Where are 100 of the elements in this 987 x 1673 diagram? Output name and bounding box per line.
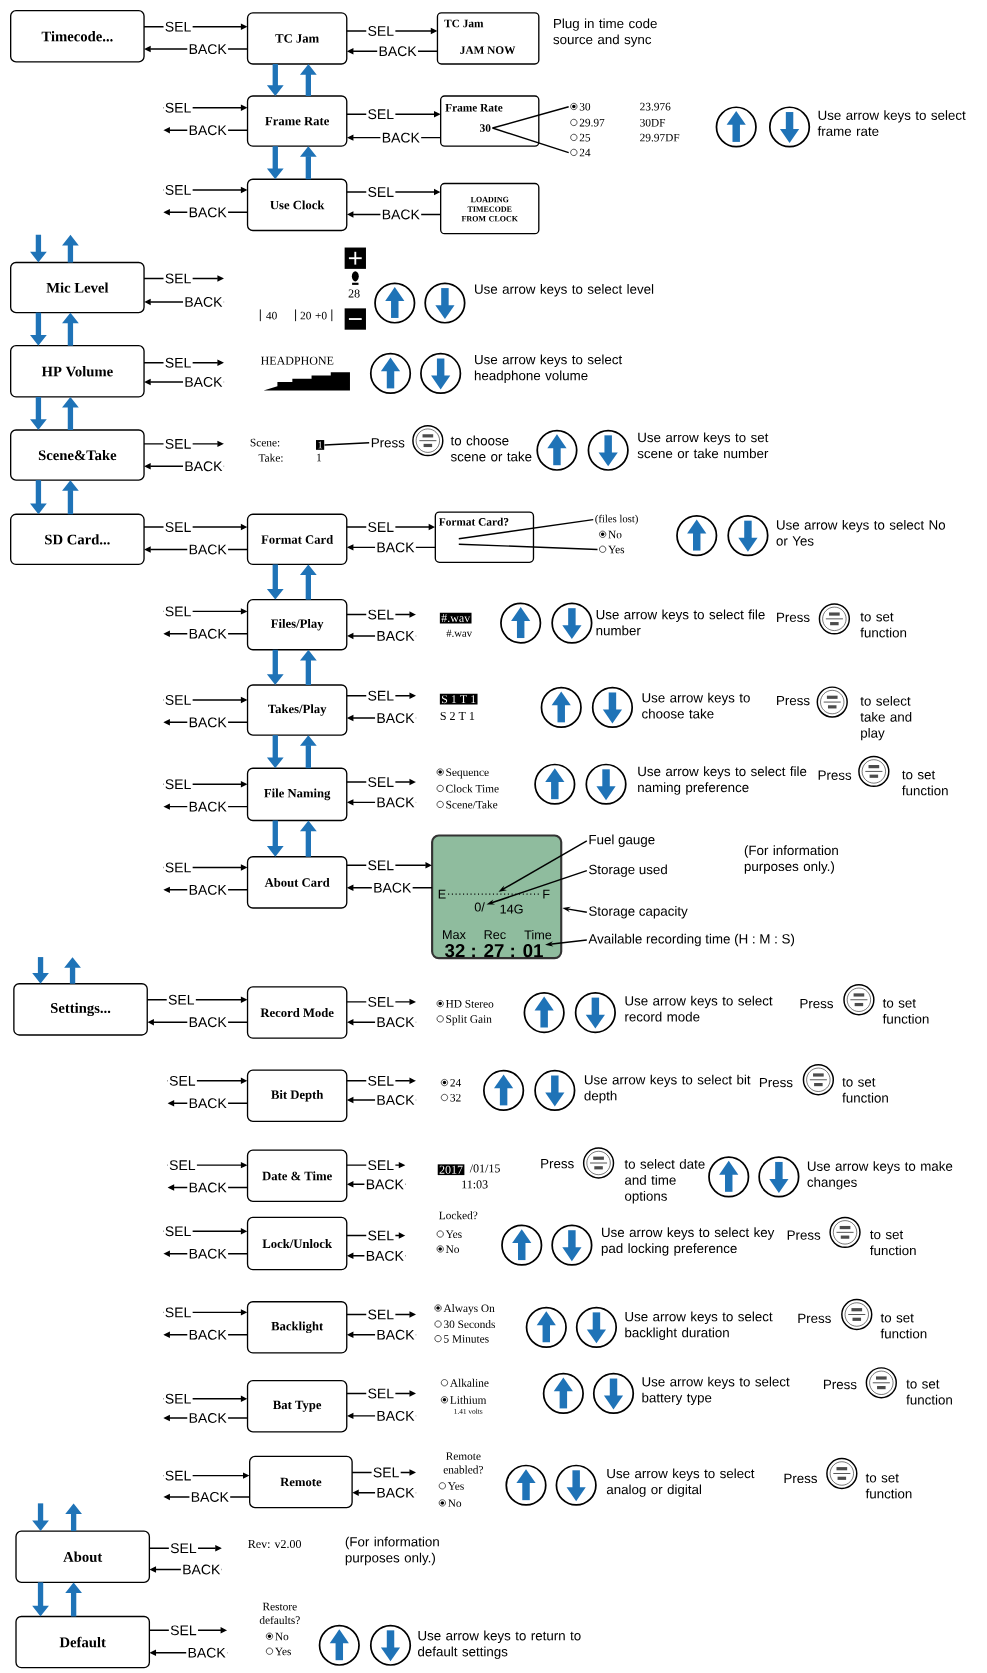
edge-label: BACK <box>180 1563 222 1576</box>
edge-label: BACK <box>187 1097 229 1109</box>
edge-label: SEL <box>366 1159 396 1171</box>
option-text: Clock Time <box>436 784 499 793</box>
leader-line <box>491 127 570 154</box>
edge-label: BACK <box>371 882 413 894</box>
instruction-text: Press <box>798 1313 831 1323</box>
option-text: Alkaline <box>440 1378 489 1387</box>
edge-label: SEL <box>163 1393 193 1405</box>
edge-label: BACK <box>187 1412 229 1424</box>
edge-label: BACK <box>187 716 229 728</box>
submenu-box: TC Jam <box>246 12 348 65</box>
submenu-box: Files/Play <box>246 598 348 651</box>
instruction-text: Press <box>760 1077 793 1088</box>
option-text: No <box>436 1245 460 1253</box>
edge-label: SEL <box>366 690 396 702</box>
instruction-text: Use arrow keys to select frame rate <box>817 110 966 136</box>
instruction-text: Use arrow keys to select record mode <box>625 995 773 1022</box>
callout-text: Storage used <box>589 864 667 877</box>
instruction-text: to set function <box>870 1230 916 1256</box>
highlighted-value: 1 <box>316 440 325 450</box>
edge-label: SEL <box>366 1075 396 1087</box>
edge-label: SEL <box>163 778 193 790</box>
edge-label: BACK <box>375 796 416 808</box>
submenu-box: Use Clock <box>246 178 348 232</box>
edge-label: SEL <box>163 1470 193 1482</box>
leader-line <box>458 543 599 551</box>
option-text: Scene/Take <box>436 800 498 809</box>
option-text: 29.97DF <box>640 133 680 142</box>
menu-box: SD Card... <box>10 513 145 566</box>
instruction-text: to select take and play <box>860 695 912 741</box>
instruction-text: Use arrow keys to select file naming preference <box>638 766 807 795</box>
instruction-text: Use arrow keys to select key pad locking preference <box>601 1227 775 1256</box>
instruction-text: Use arrow keys to choose take <box>642 692 750 719</box>
instruction-text: Use arrow keys to select backlight duration <box>625 1311 773 1340</box>
time-readout: 32 : 27 : 01 <box>445 944 543 958</box>
screen-value: 0/ <box>474 902 485 912</box>
edge-label: BACK <box>375 712 416 724</box>
option-text: 32 <box>440 1093 461 1102</box>
instruction-text: Use arrow keys to select headphone volume <box>474 354 623 383</box>
edge-label: SEL <box>167 1159 197 1171</box>
instruction-text: Press <box>818 770 852 780</box>
instruction-text: to set function <box>880 1313 927 1339</box>
menu-box: Mic Level <box>10 261 145 314</box>
instruction-text: Press <box>800 998 834 1009</box>
display-text: 1 <box>317 453 322 462</box>
instruction-text: Press <box>787 1230 821 1240</box>
edge-label: SEL <box>163 1225 193 1237</box>
fuel-gauge-line <box>447 893 542 895</box>
edge-label: BACK <box>380 132 422 144</box>
instruction-text: Press <box>784 1473 818 1484</box>
option-text: 30 Seconds <box>434 1320 495 1329</box>
edge-label: SEL <box>163 694 193 706</box>
display-text: Take: <box>258 453 283 462</box>
note-text: (For information purposes only.) <box>345 1536 439 1566</box>
instruction-text: Use arrow keys to select bit depth <box>584 1074 751 1104</box>
submenu-box: Lock/Unlock <box>246 1216 348 1271</box>
edge-label: BACK <box>187 1329 229 1341</box>
edge-label: BACK <box>187 124 229 136</box>
edge-label: BACK <box>375 1410 416 1422</box>
display-text: Rev: v2.00 <box>248 1539 302 1549</box>
edge-label: BACK <box>187 1181 229 1194</box>
instruction-text: Use arrow keys to select battery type <box>642 1376 790 1406</box>
highlighted-value: #.wav <box>439 612 472 624</box>
screen-box: Format Card? <box>434 511 535 563</box>
option-text: Yes <box>265 1647 291 1656</box>
option-text: Always On <box>434 1304 495 1315</box>
option-text: 30DF <box>640 118 666 127</box>
instruction-text: Press <box>777 612 810 622</box>
note-text: (For information purposes only.) <box>744 845 838 874</box>
option-text: 29.97 <box>570 118 605 127</box>
display-text: Restore defaults? <box>259 1602 300 1625</box>
instruction-text: Use arrow keys to return to default settings <box>418 1630 581 1659</box>
menu-box: HP Volume <box>10 345 145 398</box>
edge-label: BACK <box>380 208 422 221</box>
instruction-text: Use arrow keys to select No or Yes <box>776 519 946 546</box>
scale-label: 20 <box>300 311 311 320</box>
screen-value: 30 <box>480 124 491 132</box>
instruction-text: to set function <box>902 770 948 796</box>
edge-label: BACK <box>375 1329 416 1341</box>
instruction-text: to set function <box>906 1379 952 1405</box>
display-text: 11:03 <box>462 1180 488 1189</box>
instruction-text: Use arrow keys to select level <box>475 284 654 297</box>
instruction-text: to set function <box>865 1473 912 1499</box>
instruction-text: Use arrow keys to make changes <box>807 1161 953 1190</box>
edge-label: BACK <box>187 1248 229 1260</box>
level-value: 28 <box>348 289 360 298</box>
edge-label: SEL <box>366 1387 396 1400</box>
submenu-box: Record Mode <box>246 986 348 1039</box>
instruction-text: to select date and time options <box>624 1159 705 1204</box>
edge-label: BACK <box>187 43 229 55</box>
callout-text: Fuel gauge <box>589 834 655 847</box>
highlighted-value: 2017 <box>437 1164 465 1176</box>
instruction-text: to set function <box>842 1077 888 1103</box>
screen-box: LOADING TIMECODE FROM CLOCK <box>440 182 540 235</box>
option-text: No <box>438 1499 462 1507</box>
option-text: Yes <box>436 1230 462 1239</box>
edge-label: SEL <box>168 1542 198 1554</box>
edge-label: SEL <box>163 438 193 450</box>
edge-label: SEL <box>371 1466 401 1479</box>
